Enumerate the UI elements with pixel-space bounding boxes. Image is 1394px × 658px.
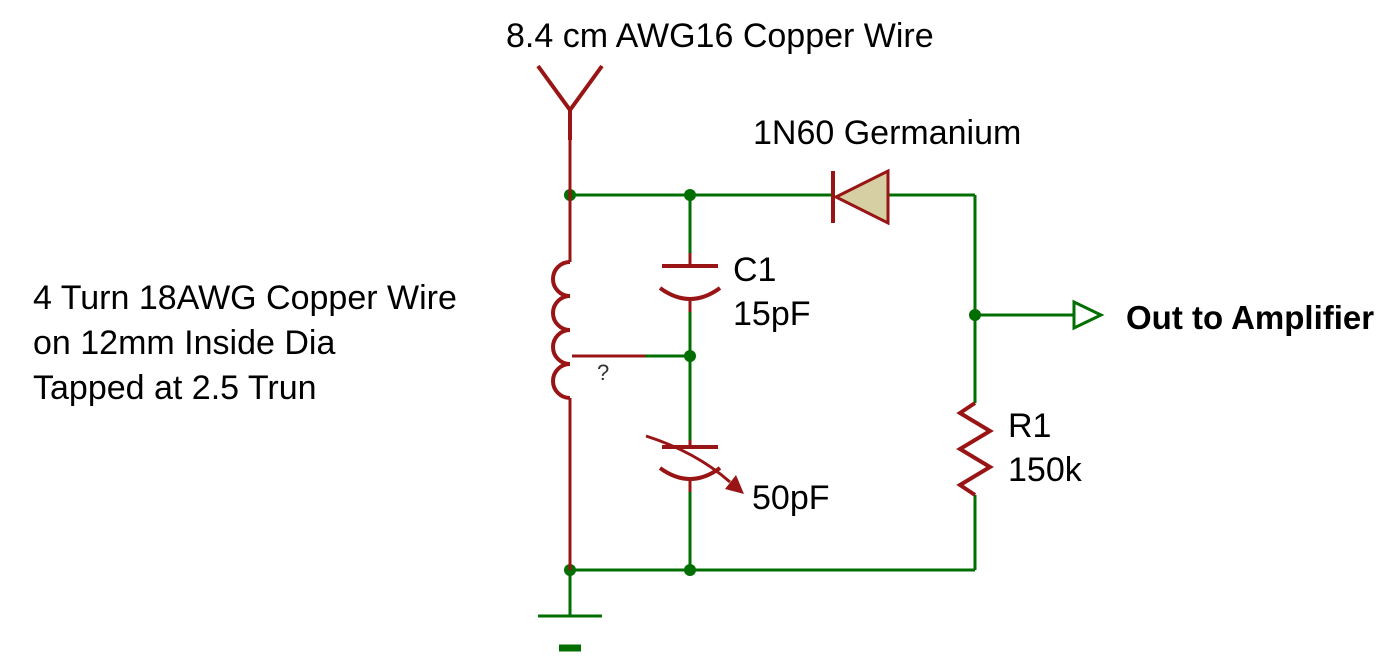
varcap-value-label: 50pF	[752, 479, 830, 517]
coil-note: 4 Turn 18AWG Copper Wire on 12mm Inside …	[33, 276, 457, 411]
varcap-adjust-arrow-shaft	[645, 434, 731, 484]
junction-dot	[969, 309, 981, 321]
output-port-arrow	[1072, 299, 1105, 331]
diode-symbol	[831, 168, 890, 226]
inductor-symbol	[551, 195, 645, 570]
r1-ref-label: R1	[1008, 407, 1052, 445]
c1-value-label: 15pF	[733, 295, 811, 333]
antenna-symbol	[536, 64, 604, 195]
coil-note-line2: on 12mm Inside Dia	[33, 324, 336, 362]
coil-note-line3: Tapped at 2.5 Trun	[33, 369, 317, 407]
junction-dot	[684, 350, 696, 362]
ground-symbol	[538, 614, 602, 652]
diode-label: 1N60 Germanium	[753, 114, 1022, 152]
c1-ref-label: C1	[733, 251, 777, 289]
coil-note-line1: 4 Turn 18AWG Copper Wire	[33, 279, 457, 317]
inductor-coil	[551, 260, 571, 400]
variable-capacitor-symbol	[645, 434, 744, 494]
wires	[568, 193, 1074, 616]
varcap-curved-plate	[658, 466, 722, 481]
r1-value-label: 150k	[1008, 451, 1082, 489]
output-label: Out to Amplifier	[1126, 299, 1375, 336]
varcap-adjust-arrowhead	[725, 475, 744, 494]
junction-dots	[564, 189, 981, 576]
capacitor-c1-symbol	[658, 253, 722, 312]
resistor-zigzag	[956, 401, 994, 497]
diode-triangle	[832, 168, 890, 226]
antenna-label: 8.4 cm AWG16 Copper Wire	[506, 17, 934, 55]
tap-net-label: ?	[597, 360, 610, 385]
resistor-r1-symbol	[956, 401, 994, 497]
c1-curved-plate	[658, 286, 722, 301]
junction-dot	[684, 564, 696, 576]
junction-dot	[684, 189, 696, 201]
antenna-arms	[536, 64, 604, 114]
